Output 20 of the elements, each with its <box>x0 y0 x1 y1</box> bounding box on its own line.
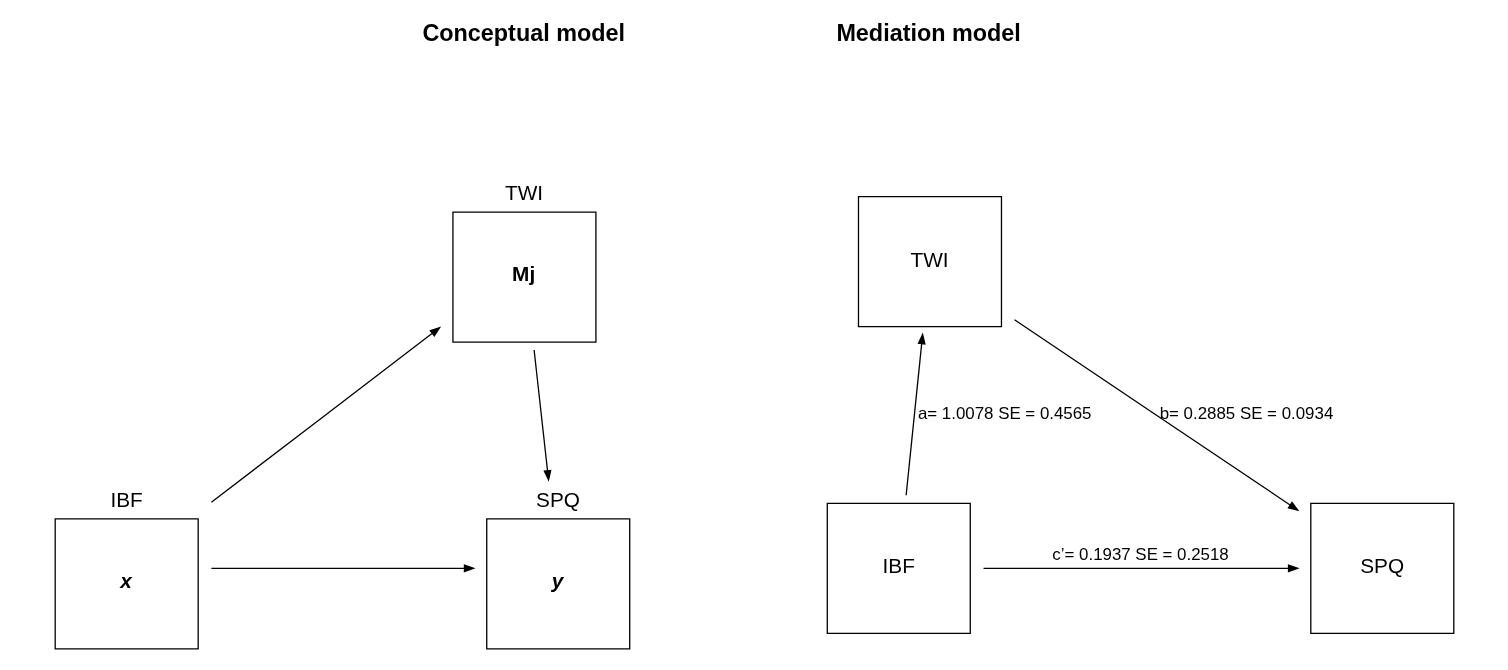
arrow <box>532 349 552 482</box>
node-box: Mj <box>451 211 597 343</box>
node-box: TWI <box>857 195 1002 328</box>
node-label: TWI <box>504 181 543 205</box>
arrow <box>210 564 476 573</box>
label: Mediation model <box>835 20 1021 47</box>
label: Conceptual model <box>421 20 625 47</box>
arrow <box>982 564 1300 573</box>
arrow <box>905 332 926 496</box>
node-box: x <box>54 518 199 650</box>
node-label: SPQ <box>535 487 580 511</box>
edge-label: c’= 0.1937 SE = 0.2518 <box>1051 544 1229 564</box>
node-box: IBF <box>826 502 971 634</box>
node-label: IBF <box>109 487 143 511</box>
node-box: y <box>485 518 630 650</box>
edge-label: b= 0.2885 SE = 0.0934 <box>1159 404 1333 424</box>
arrow <box>1013 319 1299 512</box>
edge-label: a= 1.0078 SE = 0.4565 <box>917 404 1092 424</box>
node-box: SPQ <box>1309 502 1454 634</box>
arrow <box>210 326 441 503</box>
